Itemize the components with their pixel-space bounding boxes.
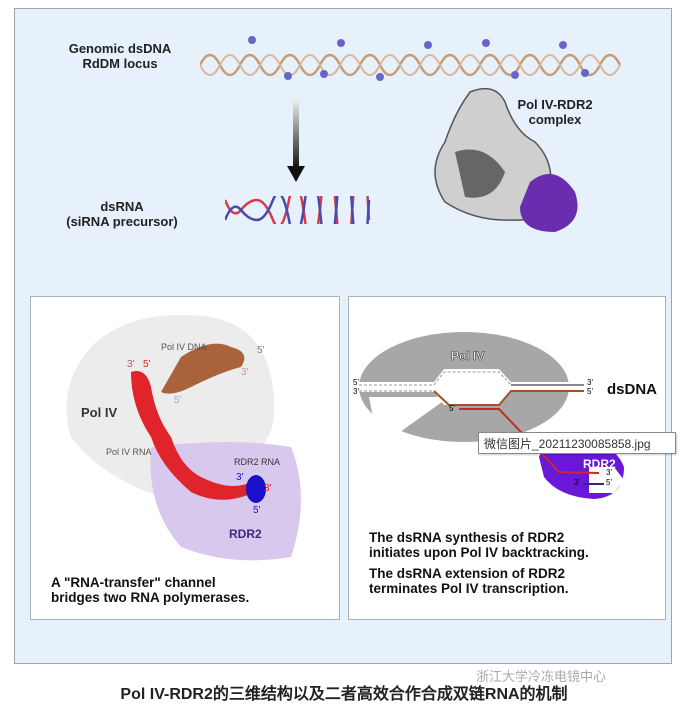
label-line: Genomic dsDNA <box>68 41 172 56</box>
right-panel: Pol IV dsDNA RDR2 5' 3' 3' 5' 5' 3' 5' 3… <box>348 296 666 620</box>
mechanism-schematic <box>354 332 624 499</box>
end-label: 3' <box>353 387 359 396</box>
label-line: RdDM locus <box>82 56 158 71</box>
complex-label: Pol IV-RDR2 complex <box>500 97 610 127</box>
filename-tooltip: 微信图片_20211230085858.jpg <box>478 432 676 454</box>
end-label: 5' <box>587 387 593 396</box>
end-label: 3' <box>606 468 612 477</box>
dsrna-helix-graphic <box>225 196 371 224</box>
caption-line: The dsRNA synthesis of RDR2 <box>369 530 565 545</box>
end-label: 3' <box>236 472 244 483</box>
rdr2-label: RDR2 <box>583 457 616 471</box>
caption-line: bridges two RNA polymerases. <box>51 590 250 605</box>
caption-line: initiates upon Pol IV backtracking. <box>369 545 589 560</box>
end-label: 3' <box>264 483 272 494</box>
pol4-label: Pol IV <box>451 349 485 364</box>
pol4-rdr2-structure-graphic <box>434 87 578 232</box>
end-label: 3' <box>587 378 593 387</box>
rdr2-rna-label: RDR2 RNA <box>234 457 281 467</box>
pol4-rna-label: Pol IV RNA <box>106 447 152 457</box>
label-line: complex <box>528 112 582 127</box>
end-label: 3' <box>574 478 580 487</box>
rdr2-label: RDR2 <box>229 527 262 541</box>
end-label: 5' <box>143 359 151 370</box>
end-label: 5' <box>606 478 612 487</box>
end-label: 3' <box>241 367 249 378</box>
right-caption: The dsRNA synthesis of RDR2 initiates up… <box>369 530 589 596</box>
end-label: 5' <box>449 404 455 413</box>
left-panel: Pol IV Pol IV DNA Pol IV RNA RDR2 RNA RD… <box>30 296 340 620</box>
dsrna-label: dsRNA (siRNA precursor) <box>62 199 182 229</box>
label-line: Pol IV-RDR2 <box>517 97 593 112</box>
caption-line: The dsRNA extension of RDR2 <box>369 566 566 581</box>
end-label: 5' <box>174 395 182 406</box>
end-label: 3' <box>127 359 135 370</box>
pol4-label: Pol IV <box>81 405 118 420</box>
label-line: (siRNA precursor) <box>66 214 178 229</box>
left-caption: A "RNA-transfer" channel bridges two RNA… <box>51 575 249 605</box>
dna-helix-graphic <box>200 36 622 81</box>
pol4-dna-label: Pol IV DNA <box>161 342 207 352</box>
caption-line: A "RNA-transfer" channel <box>51 575 216 590</box>
genomic-dsdna-label: Genomic dsDNA RdDM locus <box>60 41 180 71</box>
watermark: 浙江大学冷冻电镜中心 <box>476 669 607 684</box>
end-label: 5' <box>353 378 359 387</box>
label-line: dsRNA <box>100 199 144 214</box>
dsdna-label: dsDNA <box>607 381 658 398</box>
down-arrow-icon <box>287 100 305 182</box>
end-label: 5' <box>257 345 265 356</box>
end-label: 5' <box>253 505 261 516</box>
caption-line: terminates Pol IV transcription. <box>369 581 569 596</box>
rna-transfer-structure-graphic <box>66 315 301 561</box>
figure-caption: Pol IV-RDR2的三维结构以及二者高效合作合成双链RNA的机制 <box>120 686 568 703</box>
